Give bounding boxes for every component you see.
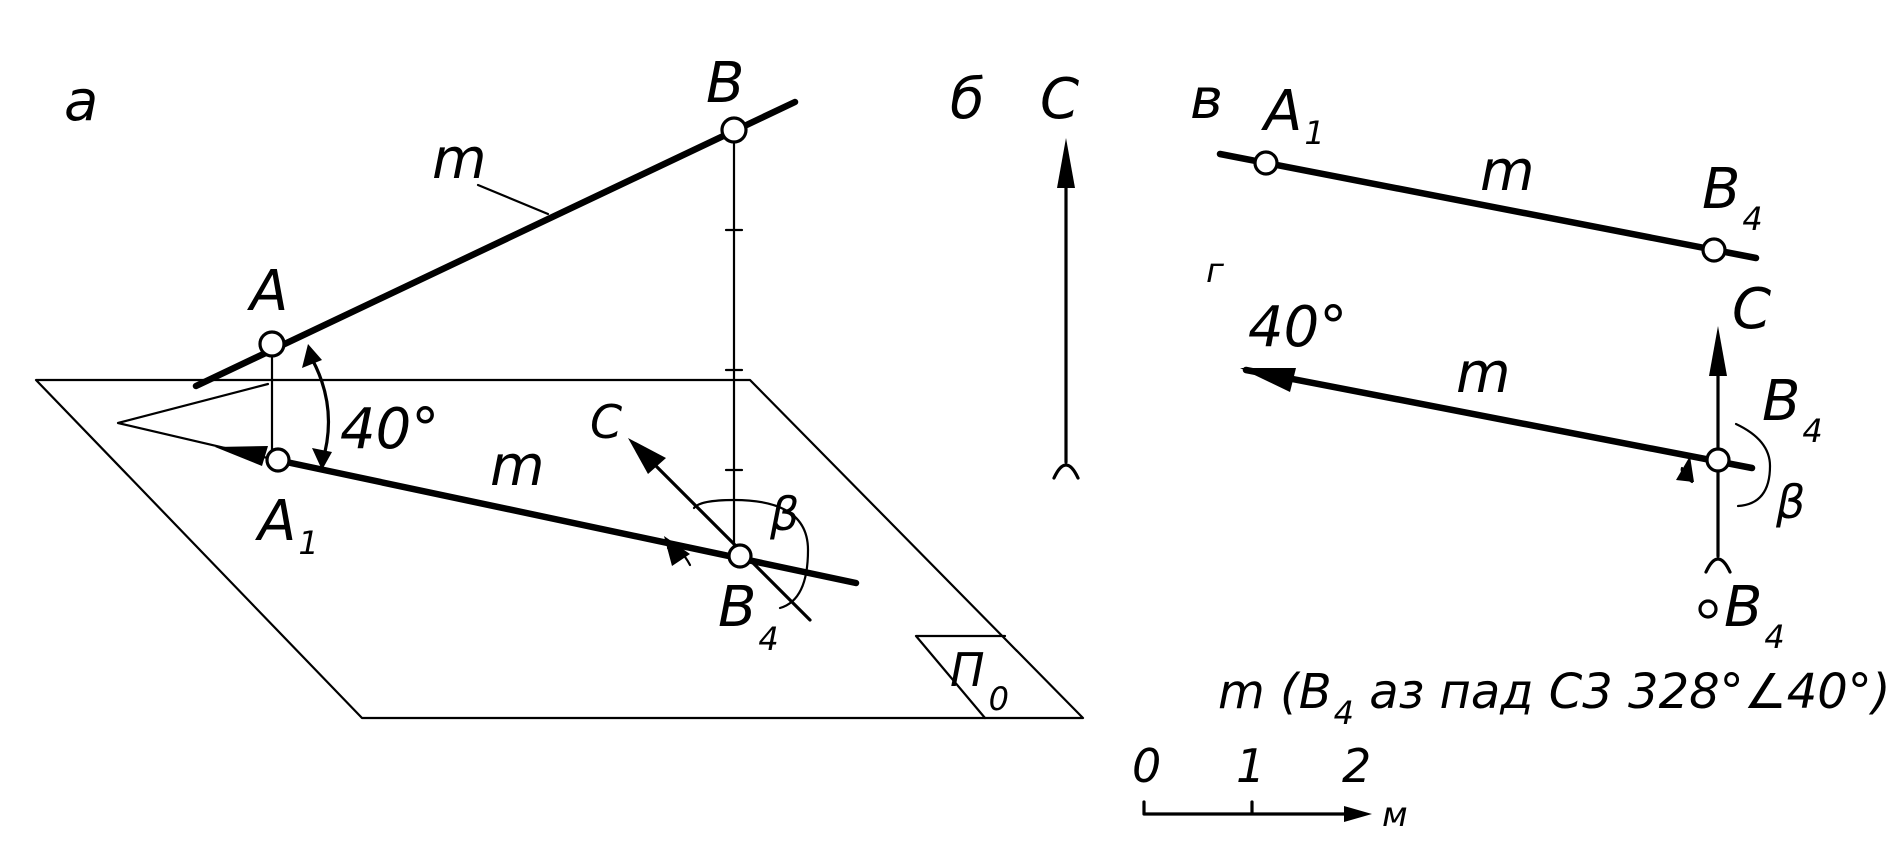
panel-a: а Π0 40° C β (34, 51, 1085, 720)
north-label-b: C (1040, 67, 1079, 132)
label-m-space: m (432, 127, 487, 192)
label-b4: B4 (718, 575, 779, 658)
label-a1-v: A1 (1261, 79, 1325, 152)
north-label-a: C (590, 395, 622, 449)
scale-tick-2: 2 (1342, 739, 1371, 793)
scale-arrowhead (1344, 806, 1372, 822)
line-m-g-arrowhead (1240, 368, 1296, 392)
label-b4-bottom: B4 (1724, 575, 1785, 656)
point-b4-g (1705, 447, 1731, 473)
label-m-g: m (1456, 341, 1511, 406)
formula-text: m (B4 аз пад С3 328°∠40°) (1218, 664, 1891, 732)
projection-arrowhead (215, 446, 268, 466)
point-a (258, 330, 286, 358)
plane-label-box (914, 634, 1007, 720)
panel-b: б C (950, 67, 1080, 480)
azimuth-arrowhead (664, 536, 690, 566)
panel-label-g: г (1206, 251, 1225, 291)
label-m-projection: m (490, 434, 545, 499)
scale-unit: м (1382, 795, 1408, 835)
north-arrowhead-g (1709, 326, 1727, 376)
north-arrow-head (1057, 138, 1075, 188)
scale-tick-1: 1 (1236, 739, 1265, 793)
point-a1-v (1253, 150, 1279, 176)
label-b4-v: B4 (1702, 157, 1763, 238)
point-b4-bottom (1698, 599, 1718, 619)
point-a1 (265, 447, 291, 473)
m-leader (476, 183, 550, 216)
line-m-projection (268, 455, 860, 587)
panel-label-a: а (64, 69, 98, 134)
angle-label: 40° (340, 397, 439, 462)
azimuth-arrowhead-g (1676, 456, 1694, 482)
azimuth-arc-g (1734, 422, 1772, 508)
line-m-g (1242, 366, 1756, 472)
label-a: A (247, 259, 288, 324)
angle-arrow-top (302, 344, 322, 368)
north-arrow-tail (1052, 463, 1080, 480)
scale-line (1142, 800, 1364, 816)
plane-label: Π0 (950, 643, 1009, 718)
angle-arc (306, 350, 331, 465)
north-arrowhead (628, 438, 666, 474)
beta-label-g: β (1775, 475, 1805, 529)
scale-tick-0: 0 (1132, 739, 1161, 793)
label-b: B (706, 51, 744, 116)
beta-label-a: β (769, 487, 799, 541)
scale-bar: 0 1 2 м (1132, 739, 1408, 835)
vertical-ticks (724, 228, 744, 472)
point-b (720, 116, 748, 144)
horizontal-plane (34, 378, 1085, 720)
panel-v: в A1 m B4 (1190, 67, 1763, 263)
angle-label-g: 40° (1248, 295, 1347, 360)
north-tail-g (1704, 557, 1732, 574)
label-m-v: m (1480, 139, 1535, 204)
line-m-space (192, 98, 799, 390)
label-b4-g: B4 (1762, 369, 1823, 450)
point-b4-v (1701, 237, 1727, 263)
panel-label-b: б (950, 67, 985, 132)
panel-g: г 40° m C B4 β B4 (1206, 251, 1823, 656)
panel-label-v: в (1190, 67, 1223, 132)
angle-arrow-bottom (312, 448, 332, 470)
north-line (638, 448, 812, 622)
line-m-v (1216, 150, 1760, 262)
north-label-g: C (1732, 277, 1771, 342)
label-a1: A1 (255, 489, 319, 562)
point-b4 (727, 543, 753, 569)
azimuth-arc (692, 498, 810, 610)
